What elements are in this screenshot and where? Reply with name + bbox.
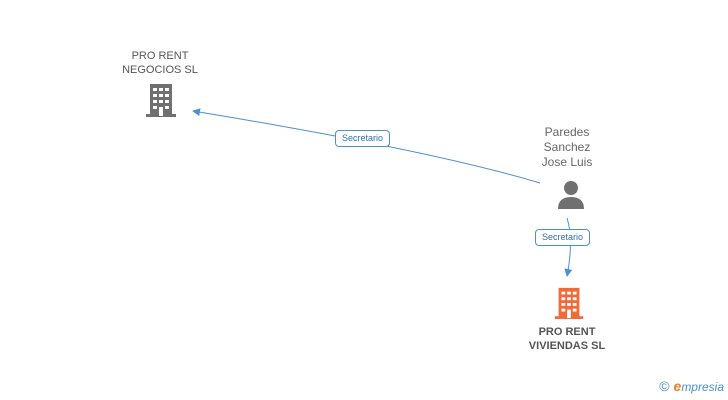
edge-label-secretario-1[interactable]: Secretario (335, 130, 391, 147)
company-node-label-negocios[interactable]: PRO RENT NEGOCIOS SL (110, 49, 210, 77)
company-name-line1: PRO RENT (538, 326, 596, 338)
edge-person-to-viviendas (564, 217, 573, 277)
edge-person-to-negocios (192, 108, 541, 184)
company-name-line1: PRO RENT (131, 50, 189, 62)
company-node-label-viviendas[interactable]: PRO RENT VIVIENDAS SL (510, 325, 624, 353)
brand-initial: e (673, 378, 682, 394)
person-name-line1: Paredes (544, 125, 590, 139)
company-name-line2: NEGOCIOS SL (122, 64, 198, 76)
brand-name: mpresia (681, 380, 724, 394)
person-name-line2: Sanchez (543, 140, 591, 154)
company-name-line2: VIVIENDAS SL (528, 340, 606, 352)
copyright-symbol: © (659, 378, 670, 394)
person-node-label[interactable]: Paredes Sanchez Jose Luis (520, 125, 614, 170)
person-name-line3: Jose Luis (541, 155, 593, 169)
edge-label-secretario-2[interactable]: Secretario (535, 229, 591, 246)
building-icon[interactable] (143, 82, 179, 118)
person-icon[interactable] (556, 179, 586, 211)
empresia-logo: ©empresia (659, 378, 724, 394)
building-icon-highlighted[interactable] (552, 285, 586, 321)
